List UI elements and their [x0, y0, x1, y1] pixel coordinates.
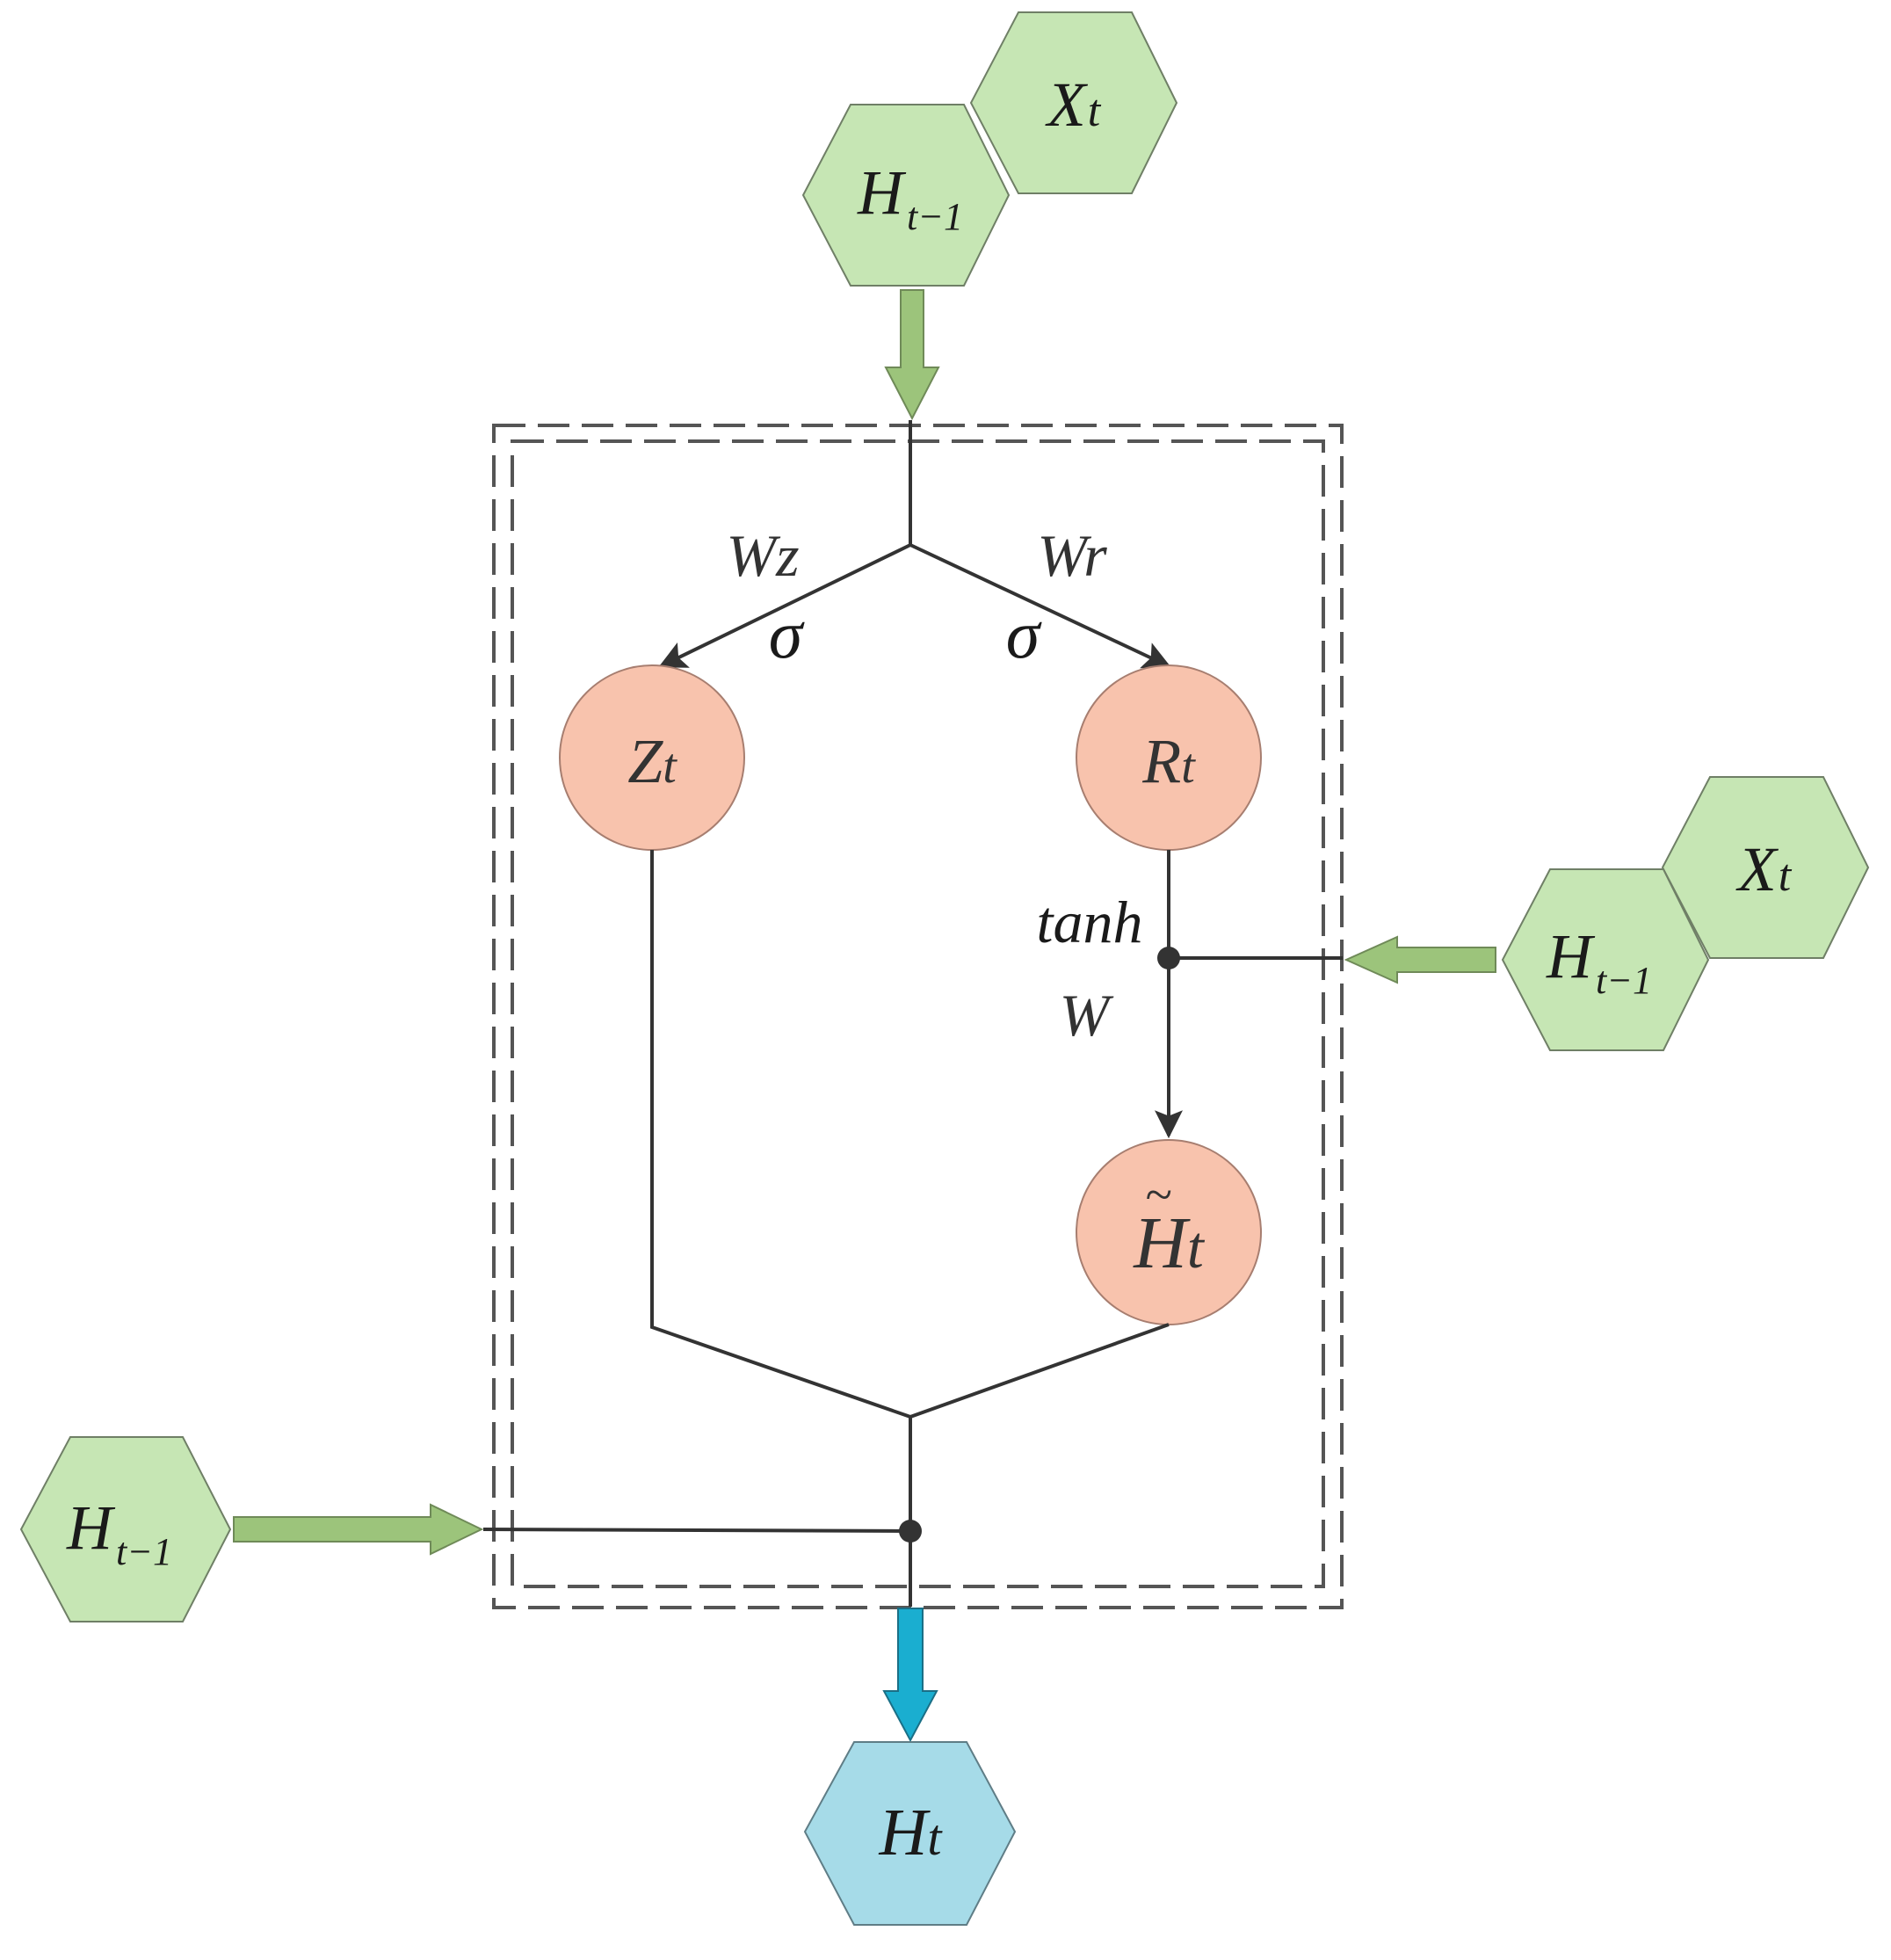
top-h-label: Ht−1 — [857, 157, 963, 238]
inner-dashed-frame — [511, 439, 1325, 1588]
h-candidate-label: Ht — [1133, 1202, 1206, 1284]
left-h-hexagon — [19, 1436, 232, 1622]
output-arrow — [882, 1608, 938, 1743]
z-merge-line — [650, 850, 911, 1419]
left-input-line — [482, 1528, 911, 1533]
top-x-label: Xt — [1045, 69, 1102, 140]
right-x-label: Xt — [1735, 834, 1793, 904]
top-input-arrow — [884, 289, 940, 421]
right-x-hexagon — [1661, 776, 1870, 959]
top-x-hexagon — [969, 11, 1178, 194]
wr-edge — [909, 543, 1171, 669]
wz-label: Wz — [726, 522, 799, 589]
right-h-label: Ht−1 — [1546, 921, 1652, 1002]
w-label: W — [1060, 982, 1114, 1049]
wz-edge — [658, 543, 911, 668]
wr-label: Wr — [1037, 522, 1107, 589]
top-h-hexagon — [801, 104, 1011, 287]
right-input-arrow — [1344, 935, 1496, 984]
r-gate-label: Rt — [1141, 726, 1196, 796]
left-h-label: Ht−1 — [66, 1492, 172, 1573]
candidate-merge-line — [909, 1323, 1170, 1419]
right-h-hexagon — [1501, 868, 1710, 1051]
left-input-arrow — [233, 1503, 484, 1556]
outer-dashed-frame — [492, 424, 1344, 1609]
z-gate-label: Zt — [627, 726, 677, 796]
tanh-label: tanh — [1037, 889, 1143, 955]
sigma-right-label: σ — [1006, 596, 1042, 672]
output-junction-dot — [899, 1520, 922, 1543]
output-h-label: Ht — [878, 1796, 943, 1869]
sigma-left-label: σ — [769, 596, 805, 672]
h-candidate-accent: ~ — [1145, 1168, 1171, 1223]
output-h-hexagon — [803, 1741, 1017, 1926]
